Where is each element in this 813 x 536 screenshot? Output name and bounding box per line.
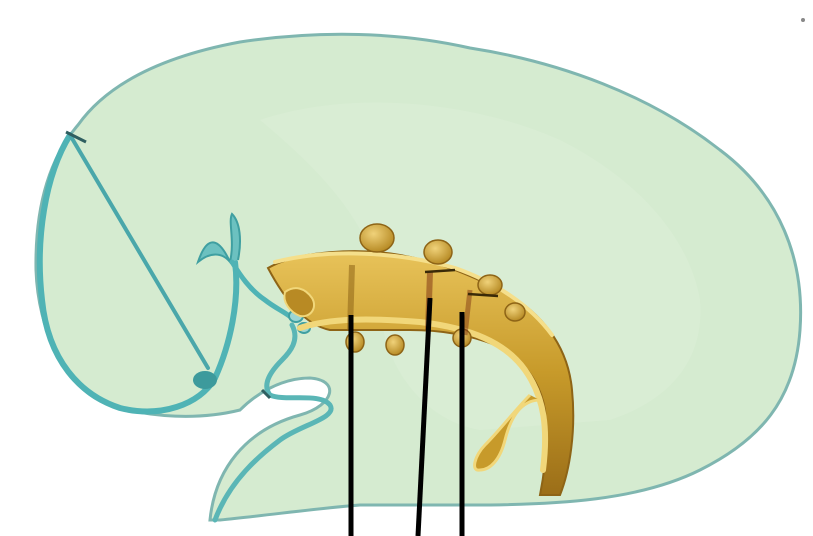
heart-tube-knot: [193, 371, 217, 389]
corner-speck: [801, 18, 805, 22]
gut-bud-2: [424, 240, 452, 264]
gut-bud-6: [386, 335, 404, 355]
gut-bud-3: [478, 275, 502, 295]
gut-bud-1: [360, 224, 394, 252]
gut-bud-4: [505, 303, 525, 321]
